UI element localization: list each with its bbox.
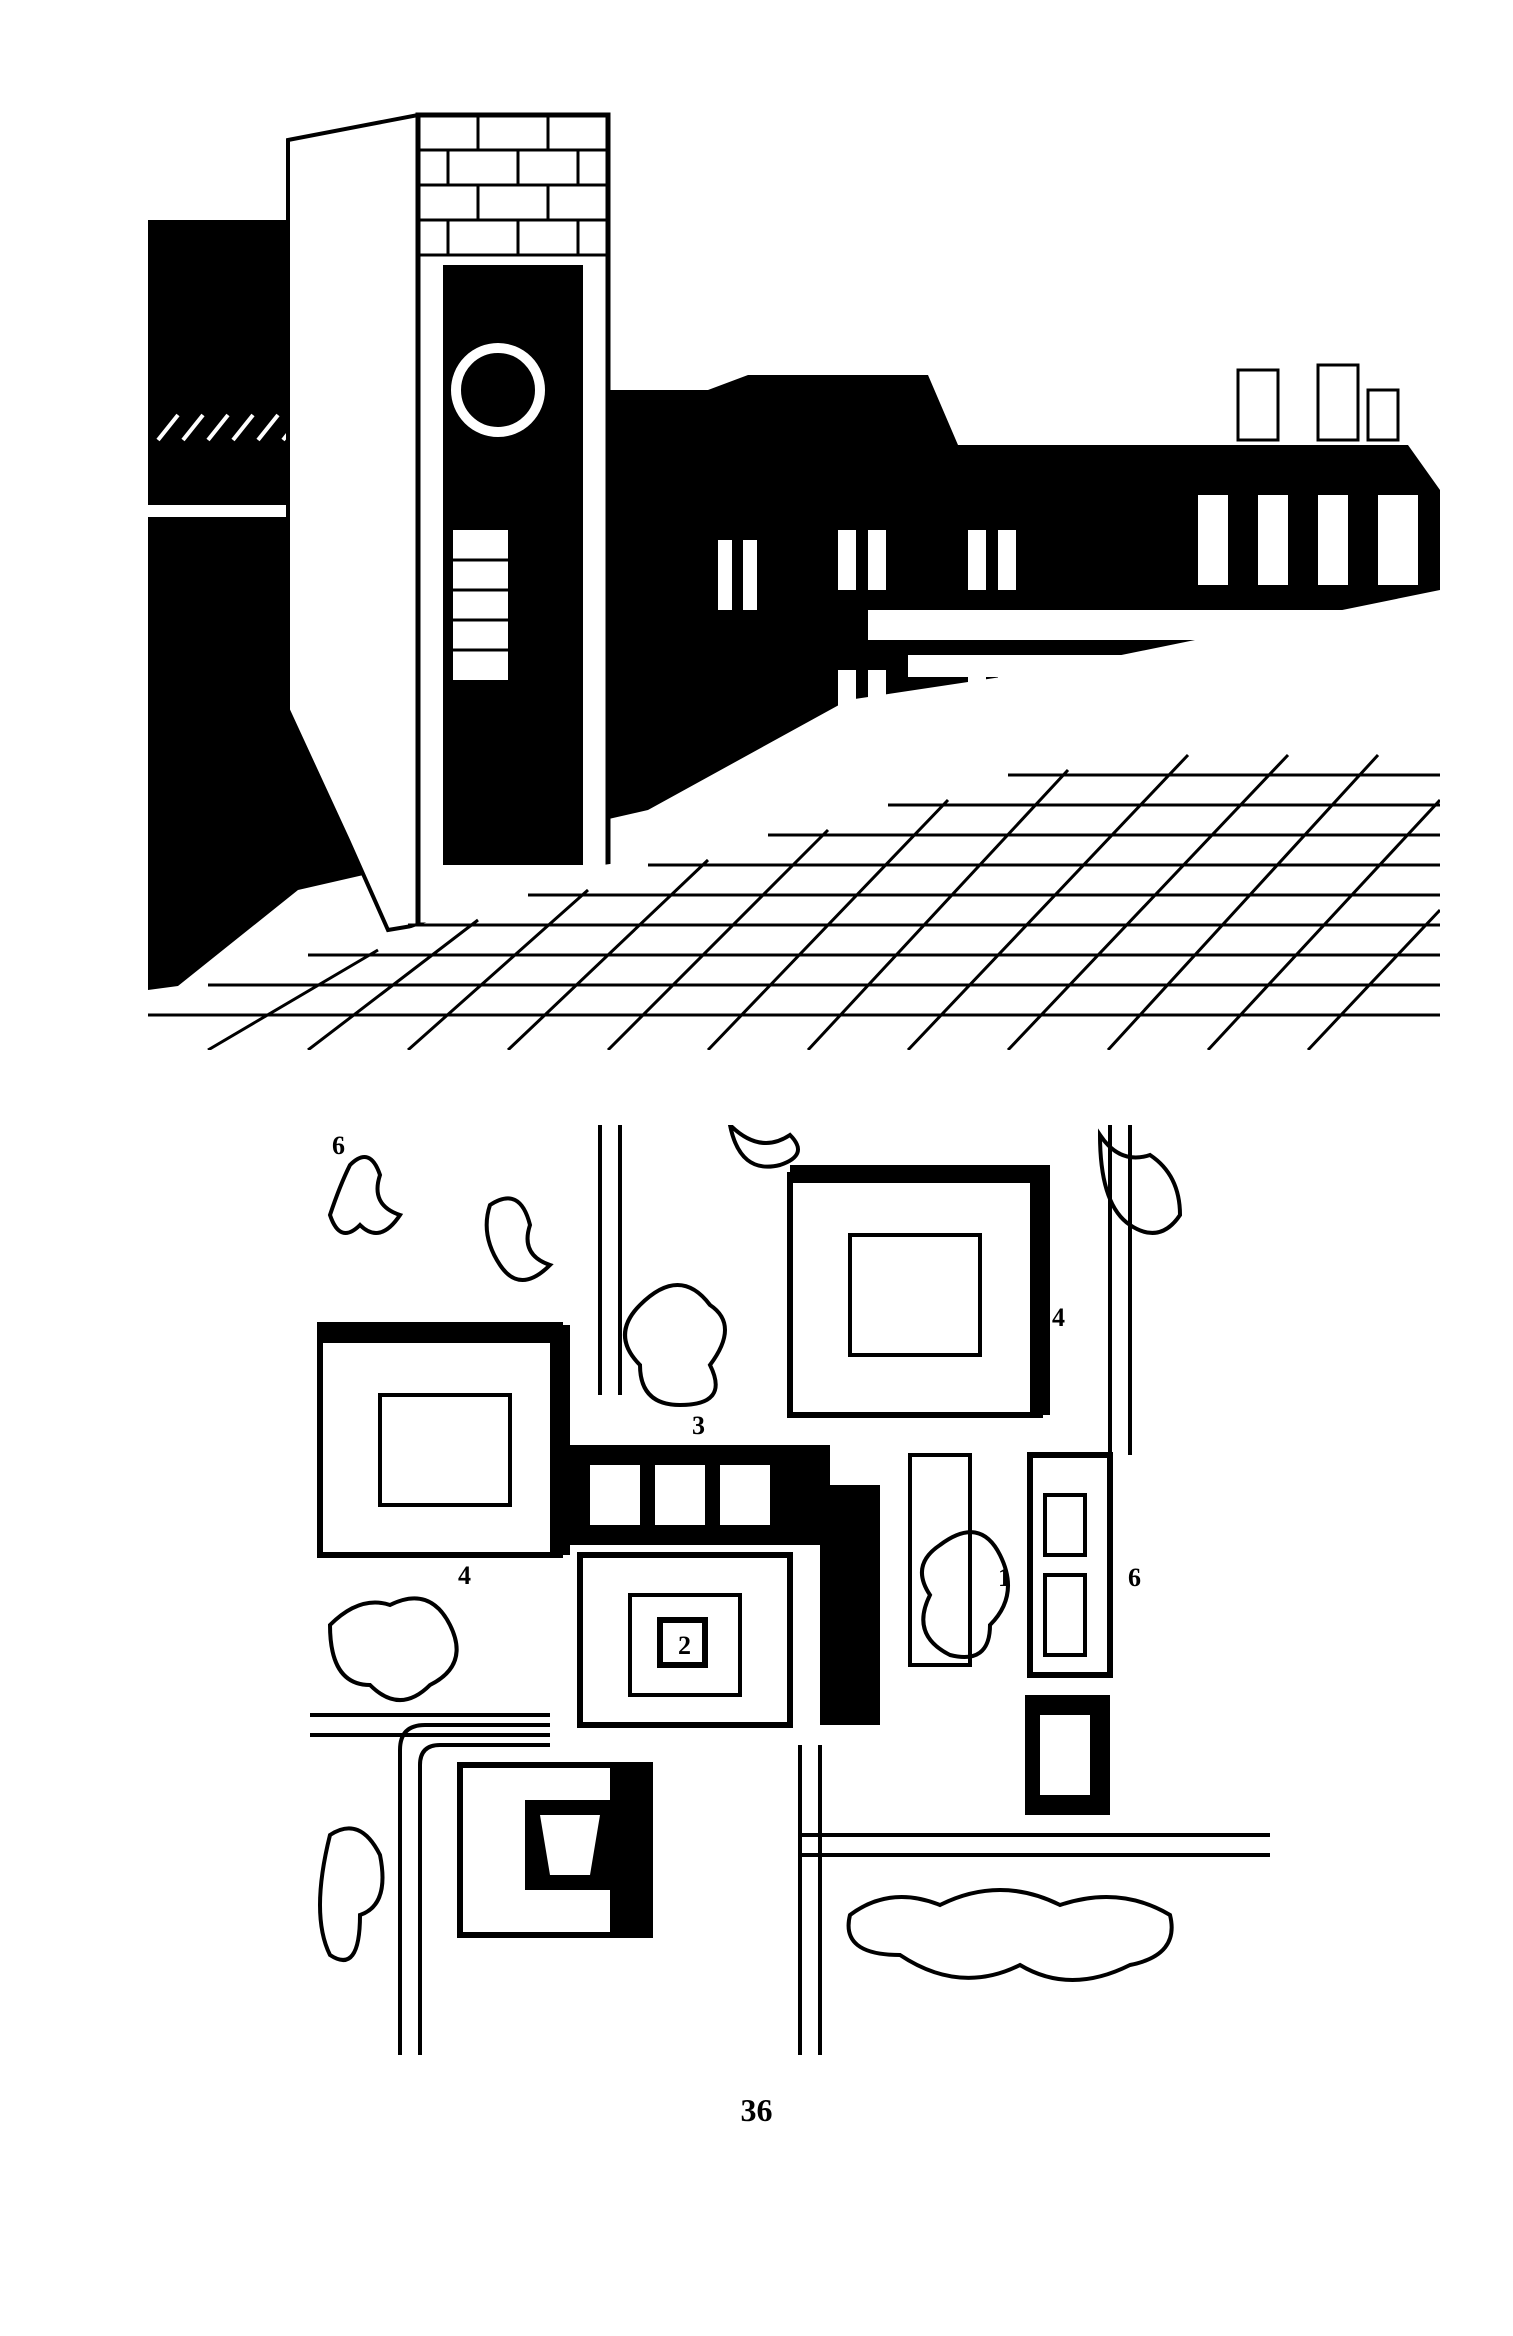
plan-label-6-right: 6 (1128, 1563, 1141, 1592)
tower-brick-face (415, 112, 611, 928)
page-number: 36 (740, 2092, 773, 2128)
paving-grid (148, 753, 1440, 1050)
site-plan-drawing (310, 1118, 1270, 2055)
central-complex (570, 1445, 972, 1728)
plan-label-5: 5 (532, 1855, 545, 1884)
right-colonnade (868, 495, 1428, 677)
road-curve (418, 1743, 550, 2055)
plan-label-3: 3 (692, 1411, 705, 1440)
road-curve (398, 1723, 550, 2055)
paved-plaza (148, 750, 1440, 1050)
distant-towers (1236, 363, 1400, 442)
perspective-illustration (148, 112, 1440, 1050)
site-plan: 6 4 3 4 1 6 2 5 (310, 1118, 1290, 2055)
tree-outlines (318, 1118, 1183, 1982)
building-6-right (1025, 1452, 1113, 1815)
plan-label-4-left: 4 (458, 1561, 471, 1590)
plan-label-2: 2 (678, 1631, 691, 1660)
building-4-right (787, 1165, 1050, 1418)
clock-ring-icon (451, 343, 545, 437)
building-4-left (317, 1322, 570, 1558)
plan-label-6-top-left: 6 (332, 1131, 345, 1160)
building-5 (457, 1762, 653, 1938)
plan-label-4-right: 4 (1052, 1303, 1065, 1332)
plan-label-1: 1 (998, 1563, 1011, 1592)
central-building-windows (718, 530, 1016, 730)
